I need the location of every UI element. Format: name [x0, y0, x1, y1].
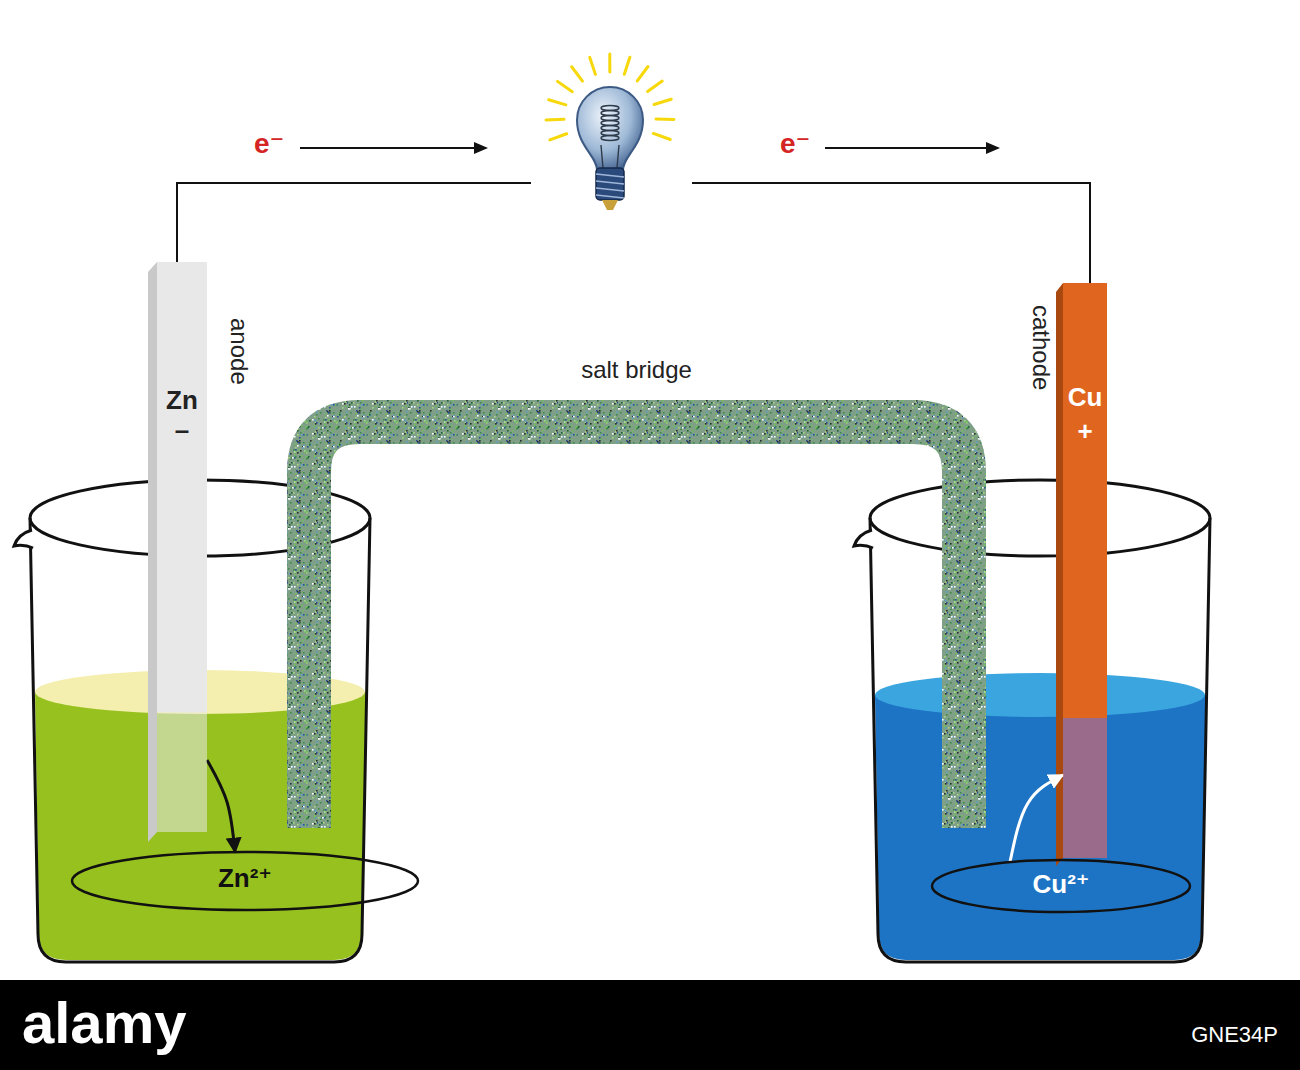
- salt-bridge: salt bridge: [288, 400, 985, 828]
- electron-flow-arrow: [825, 147, 988, 149]
- light-ray: [590, 57, 596, 74]
- salt-bridge-tube: [309, 422, 964, 828]
- light-ray: [572, 67, 583, 81]
- light-ray: [608, 54, 611, 72]
- wire-gap: [531, 176, 692, 190]
- light-ray: [558, 81, 573, 91]
- light-ray: [546, 118, 564, 122]
- filament-coil: [601, 121, 619, 126]
- screw-thread: [596, 195, 624, 198]
- bulb-base: [596, 168, 624, 200]
- light-ray: [653, 133, 670, 139]
- filament-support: [601, 145, 619, 168]
- light-ray: [637, 66, 648, 80]
- salt-bridge-label: salt bridge: [288, 356, 985, 384]
- beaker-spout: [854, 530, 873, 548]
- zinc-ion-pool: Zn²⁺: [70, 850, 420, 912]
- light-bulb: [546, 54, 674, 210]
- bulb-glass: [577, 87, 643, 170]
- arrowhead: [474, 142, 488, 154]
- ion-label: Cu²⁺: [930, 870, 1192, 900]
- watermark-logo: alamy: [22, 990, 186, 1057]
- arrowhead: [986, 142, 1000, 154]
- filament-coil: [601, 126, 619, 131]
- copper-electrode: cathodeCu+: [1063, 283, 1107, 858]
- image-id: GNE34P: [1191, 1022, 1278, 1047]
- salt-bridge-shape: [288, 400, 985, 828]
- beaker-rim: [870, 480, 1210, 556]
- ion-label: Zn²⁺: [70, 864, 420, 894]
- filament-coil: [601, 131, 619, 136]
- electrode-polarity: +: [1063, 417, 1107, 447]
- electrolyte: [875, 695, 1206, 960]
- copper-ion-pool: Cu²⁺: [930, 858, 1192, 914]
- filament-coil: [601, 106, 619, 111]
- zinc-electrode-side: [148, 262, 157, 842]
- copper-electrode-side: [1056, 283, 1063, 866]
- electron-symbol: e⁻: [780, 128, 810, 160]
- filament-coil: [601, 116, 619, 121]
- oxidation-arrow: [207, 760, 235, 852]
- screw-thread: [596, 174, 624, 177]
- electrode-role: anode: [225, 318, 253, 385]
- light-ray: [656, 118, 674, 121]
- light-ray: [654, 99, 671, 104]
- electron-symbol: e⁻: [254, 128, 284, 160]
- electrode-symbol: Zn: [157, 386, 207, 416]
- light-ray: [648, 81, 663, 91]
- electrolyte-surface: [875, 673, 1205, 717]
- beaker-wall: [870, 518, 1210, 962]
- filament-coil: [601, 111, 619, 116]
- electrode-symbol: Cu: [1063, 383, 1107, 413]
- beaker: [854, 480, 1210, 962]
- screw-thread: [596, 181, 624, 184]
- bulb-contact: [602, 200, 618, 210]
- electrode-polarity: –: [157, 416, 207, 446]
- light-ray: [549, 100, 566, 105]
- filament-coil: [601, 136, 619, 141]
- zinc-electrode: Zn–anode: [157, 262, 207, 832]
- reduction-arrow: [1010, 775, 1063, 862]
- electrode-role: cathode: [1027, 305, 1055, 390]
- watermark-bar: [0, 980, 1300, 1070]
- light-ray: [624, 57, 630, 74]
- light-ray: [550, 134, 567, 140]
- beaker-spout: [14, 530, 33, 548]
- screw-thread: [596, 188, 624, 191]
- wire: [177, 183, 1090, 283]
- electron-flow-arrow: [300, 147, 476, 149]
